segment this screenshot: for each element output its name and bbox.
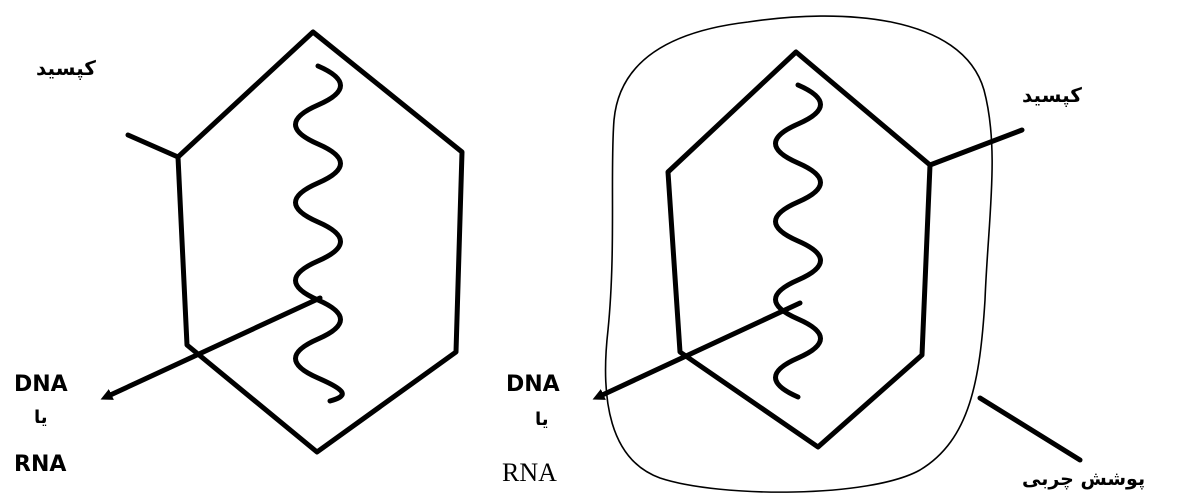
left-nucleic-label-or: یا: [34, 409, 48, 427]
naked-virus: [106, 32, 462, 452]
capsid-hexagon: [178, 32, 462, 452]
right-nucleic-label-rna: RNA: [502, 460, 557, 486]
enveloped-virus: [598, 16, 1080, 492]
nucleic-acid-strand: [776, 85, 821, 397]
right-nucleic-label-dna: DNA: [506, 374, 560, 396]
capsid-pointer-line: [128, 135, 178, 157]
right-capsid-label: کپسید: [1022, 85, 1082, 105]
nucleic-acid-arrow: [598, 303, 800, 397]
capsid-hexagon: [668, 52, 930, 447]
left-nucleic-label-rna: RNA: [14, 454, 66, 476]
nucleic-acid-arrow: [106, 298, 320, 397]
capsid-pointer-line: [930, 130, 1022, 165]
right-nucleic-label-or: یا: [535, 411, 549, 429]
left-capsid-label: کپسید: [36, 58, 96, 78]
envelope-pointer-line: [980, 398, 1080, 460]
nucleic-acid-strand: [296, 66, 343, 401]
left-nucleic-label-dna: DNA: [14, 374, 68, 396]
lipid-envelope-label: پوشش چربی: [1022, 470, 1145, 489]
